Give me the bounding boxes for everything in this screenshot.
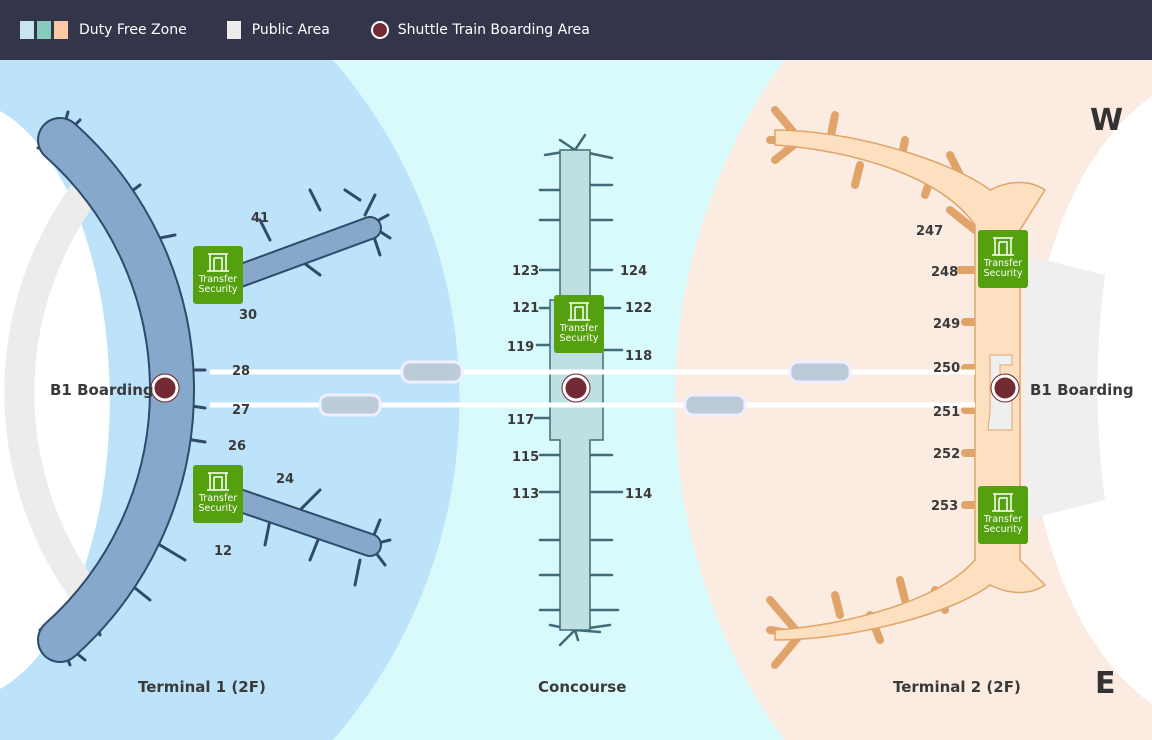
legend-public-label: Public Area	[251, 22, 330, 38]
legend-duty-free-label: Duty Free Zone	[79, 22, 187, 38]
terminal2-gates: 247 248 249 250 251 252 253	[916, 224, 960, 514]
transfer-security-t2-north[interactable]: Transfer Security	[978, 230, 1028, 288]
gate-label: 247	[916, 224, 943, 239]
legend-shuttle: Shuttle Train Boarding Area	[370, 20, 590, 40]
gate-label: 117	[507, 413, 534, 428]
legend-bar: Duty Free Zone Public Area Shuttle Train…	[0, 0, 1152, 60]
shuttle-stop-t1[interactable]	[150, 373, 180, 403]
terminal2-building	[766, 106, 1047, 669]
concourse-label: Concourse	[538, 678, 626, 696]
gate-label: 118	[625, 349, 652, 364]
transfer-security-t1-south[interactable]: Transfer Security	[193, 465, 243, 523]
shuttle-tracks	[210, 360, 975, 417]
gate-label: 119	[507, 340, 534, 355]
t1-boarding-label: B1 Boarding	[50, 381, 154, 399]
shuttle-stop-t2[interactable]	[990, 373, 1020, 403]
security-label-1: Transfer	[198, 274, 238, 285]
gate-label: 113	[512, 487, 539, 502]
gate-label: 28	[232, 364, 250, 379]
concourse-gates: 123 124 121 122 119 118 117 115 113 114	[507, 264, 652, 502]
shuttle-train-icon	[400, 360, 464, 384]
gate-label: 251	[933, 405, 960, 420]
shuttle-stop-icon	[370, 21, 389, 39]
airport-map: B1 Boarding B1 Boarding Terminal 1 (2F) …	[0, 60, 1152, 740]
shuttle-train-icon	[683, 393, 747, 417]
security-label-2: Security	[559, 333, 599, 344]
gate-label: 250	[933, 361, 960, 376]
terminal1-landside	[0, 111, 110, 689]
gate-label: 41	[251, 211, 269, 226]
security-gate-icon	[207, 253, 229, 272]
security-label-1: Transfer	[983, 258, 1023, 269]
security-gate-icon	[207, 472, 229, 491]
gate-label: 252	[933, 447, 960, 462]
gate-label: 121	[512, 301, 539, 316]
security-gate-icon	[992, 237, 1014, 256]
legend-shuttle-label: Shuttle Train Boarding Area	[397, 22, 590, 38]
shuttle-train-icon	[318, 393, 382, 417]
security-label-2: Security	[198, 503, 238, 514]
security-gate-icon	[992, 493, 1014, 512]
compass-w: W	[1090, 103, 1123, 138]
gate-label: 26	[228, 439, 246, 454]
gate-label: 27	[232, 403, 250, 418]
shuttle-train-icon	[788, 360, 852, 384]
public-swatch	[226, 21, 241, 39]
gate-label: 253	[931, 499, 958, 514]
duty-free-swatch-2	[37, 21, 51, 39]
security-label-2: Security	[198, 284, 238, 295]
security-gate-icon	[568, 302, 590, 321]
terminal2-zone	[675, 60, 1152, 740]
terminal2-label: Terminal 2 (2F)	[893, 678, 1021, 696]
transfer-security-t1-north[interactable]: Transfer Security	[193, 246, 243, 304]
gate-label: 123	[512, 264, 539, 279]
map-canvas: B1 Boarding B1 Boarding Terminal 1 (2F) …	[0, 60, 1152, 740]
gate-label: 24	[276, 472, 294, 487]
t2-boarding-label: B1 Boarding	[1030, 381, 1134, 399]
duty-free-swatch-3	[54, 21, 68, 39]
gate-label: 12	[214, 544, 232, 559]
transfer-security-t2-south[interactable]: Transfer Security	[978, 486, 1028, 544]
security-label-1: Transfer	[559, 323, 599, 334]
legend-duty-free: Duty Free Zone	[20, 21, 187, 39]
terminal1-label: Terminal 1 (2F)	[138, 678, 266, 696]
gate-label: 124	[620, 264, 647, 279]
transfer-security-concourse[interactable]: Transfer Security	[554, 295, 604, 353]
gate-label: 30	[239, 308, 257, 323]
gate-label: 248	[931, 265, 958, 280]
terminal1-public-area	[4, 175, 102, 610]
legend-public: Public Area	[226, 21, 330, 39]
terminal2-public-area	[1025, 255, 1105, 520]
security-label-2: Security	[983, 524, 1023, 535]
terminal1-gates: 41 30 28 27 26 24 12	[214, 211, 294, 559]
gate-label: 249	[933, 317, 960, 332]
compass-e: E	[1095, 666, 1116, 701]
security-label-2: Security	[983, 268, 1023, 279]
security-label-1: Transfer	[983, 514, 1023, 525]
gate-label: 122	[625, 301, 652, 316]
gate-label: 115	[512, 450, 539, 465]
shuttle-stop-concourse[interactable]	[561, 373, 591, 403]
duty-free-swatch-1	[20, 21, 34, 39]
gate-label: 114	[625, 487, 652, 502]
security-label-1: Transfer	[198, 493, 238, 504]
